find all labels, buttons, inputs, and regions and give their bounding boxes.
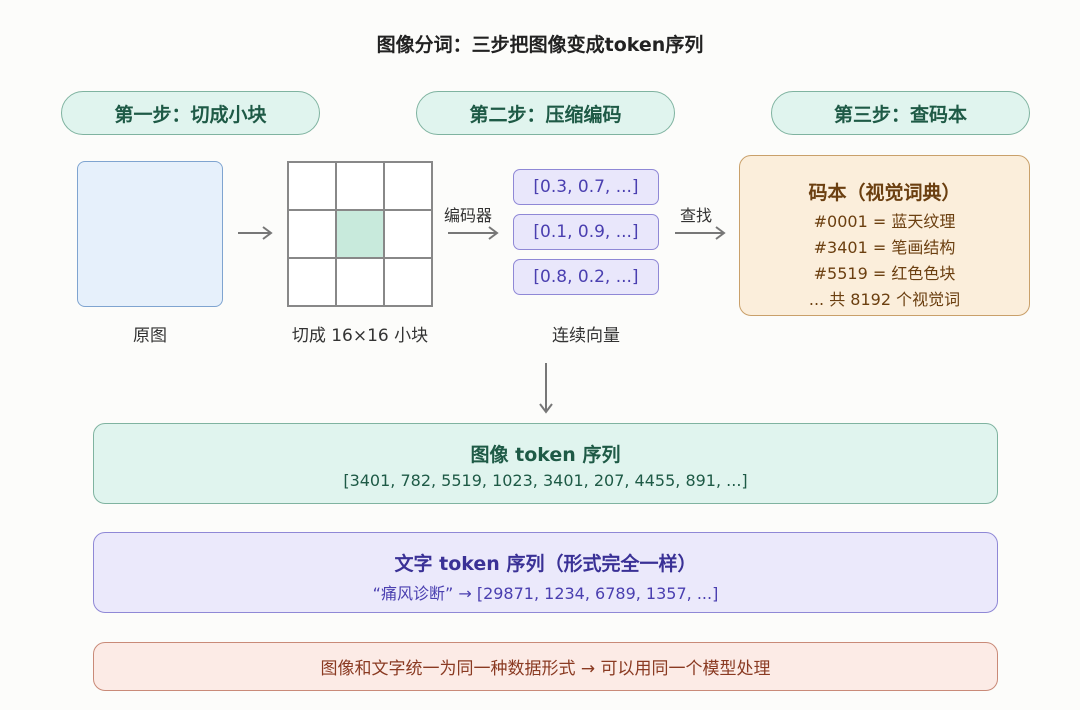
text-token-title: 文字 token 序列（形式完全一样）	[394, 553, 697, 575]
patch-cell	[288, 210, 336, 258]
diagram-title: 图像分词：三步把图像变成token序列	[376, 34, 704, 56]
vector-item: [0.1, 0.9, ...]	[513, 214, 659, 250]
codebook-entry: ... 共 8192 个视觉词	[808, 290, 961, 309]
image-token-sequence-box: 图像 token 序列 [3401, 782, 5519, 1023, 3401…	[93, 423, 998, 504]
patch-cell	[288, 162, 336, 210]
codebook-entry: #0001 = 蓝天纹理	[813, 212, 956, 231]
patch-cell	[384, 162, 432, 210]
original-image-caption: 原图	[133, 326, 167, 346]
encoder-label: 编码器	[444, 206, 493, 225]
codebook-entry: #3401 = 笔画结构	[813, 238, 956, 257]
arrow-right-icon	[238, 226, 273, 240]
codebook-box: 码本（视觉词典） #0001 = 蓝天纹理 #3401 = 笔画结构 #5519…	[739, 155, 1030, 316]
vector-item: [0.8, 0.2, ...]	[513, 259, 659, 295]
patch-grid	[287, 161, 433, 307]
vectors-caption: 连续向量	[552, 326, 620, 346]
patch-cell	[336, 258, 384, 306]
patch-grid-caption: 切成 16×16 小块	[291, 326, 429, 346]
patch-cell	[384, 258, 432, 306]
arrow-down-icon	[539, 363, 553, 414]
encoder-arrow-icon	[448, 226, 499, 240]
patch-cell-highlighted	[336, 210, 384, 258]
patch-cell	[336, 162, 384, 210]
text-token-sequence-box: 文字 token 序列（形式完全一样） “痛风诊断” → [29871, 123…	[93, 532, 998, 613]
image-token-sequence: [3401, 782, 5519, 1023, 3401, 207, 4455,…	[343, 471, 748, 490]
patch-cell	[384, 210, 432, 258]
step-1-pill: 第一步：切成小块	[61, 91, 320, 135]
lookup-arrow-icon	[675, 226, 726, 240]
codebook-title: 码本（视觉词典）	[808, 182, 961, 204]
lookup-label: 查找	[680, 206, 713, 225]
step-2-pill: 第二步：压缩编码	[416, 91, 675, 135]
text-token-sequence: “痛风诊断” → [29871, 1234, 6789, 1357, ...]	[372, 584, 719, 603]
summary-text: 图像和文字统一为同一种数据形式 → 可以用同一个模型处理	[320, 659, 771, 679]
codebook-entry: #5519 = 红色色块	[813, 264, 956, 283]
summary-box: 图像和文字统一为同一种数据形式 → 可以用同一个模型处理	[93, 642, 998, 691]
vector-item: [0.3, 0.7, ...]	[513, 169, 659, 205]
original-image-box	[77, 161, 223, 307]
image-token-title: 图像 token 序列	[470, 444, 621, 466]
patch-cell	[288, 258, 336, 306]
step-3-pill: 第三步：查码本	[771, 91, 1030, 135]
